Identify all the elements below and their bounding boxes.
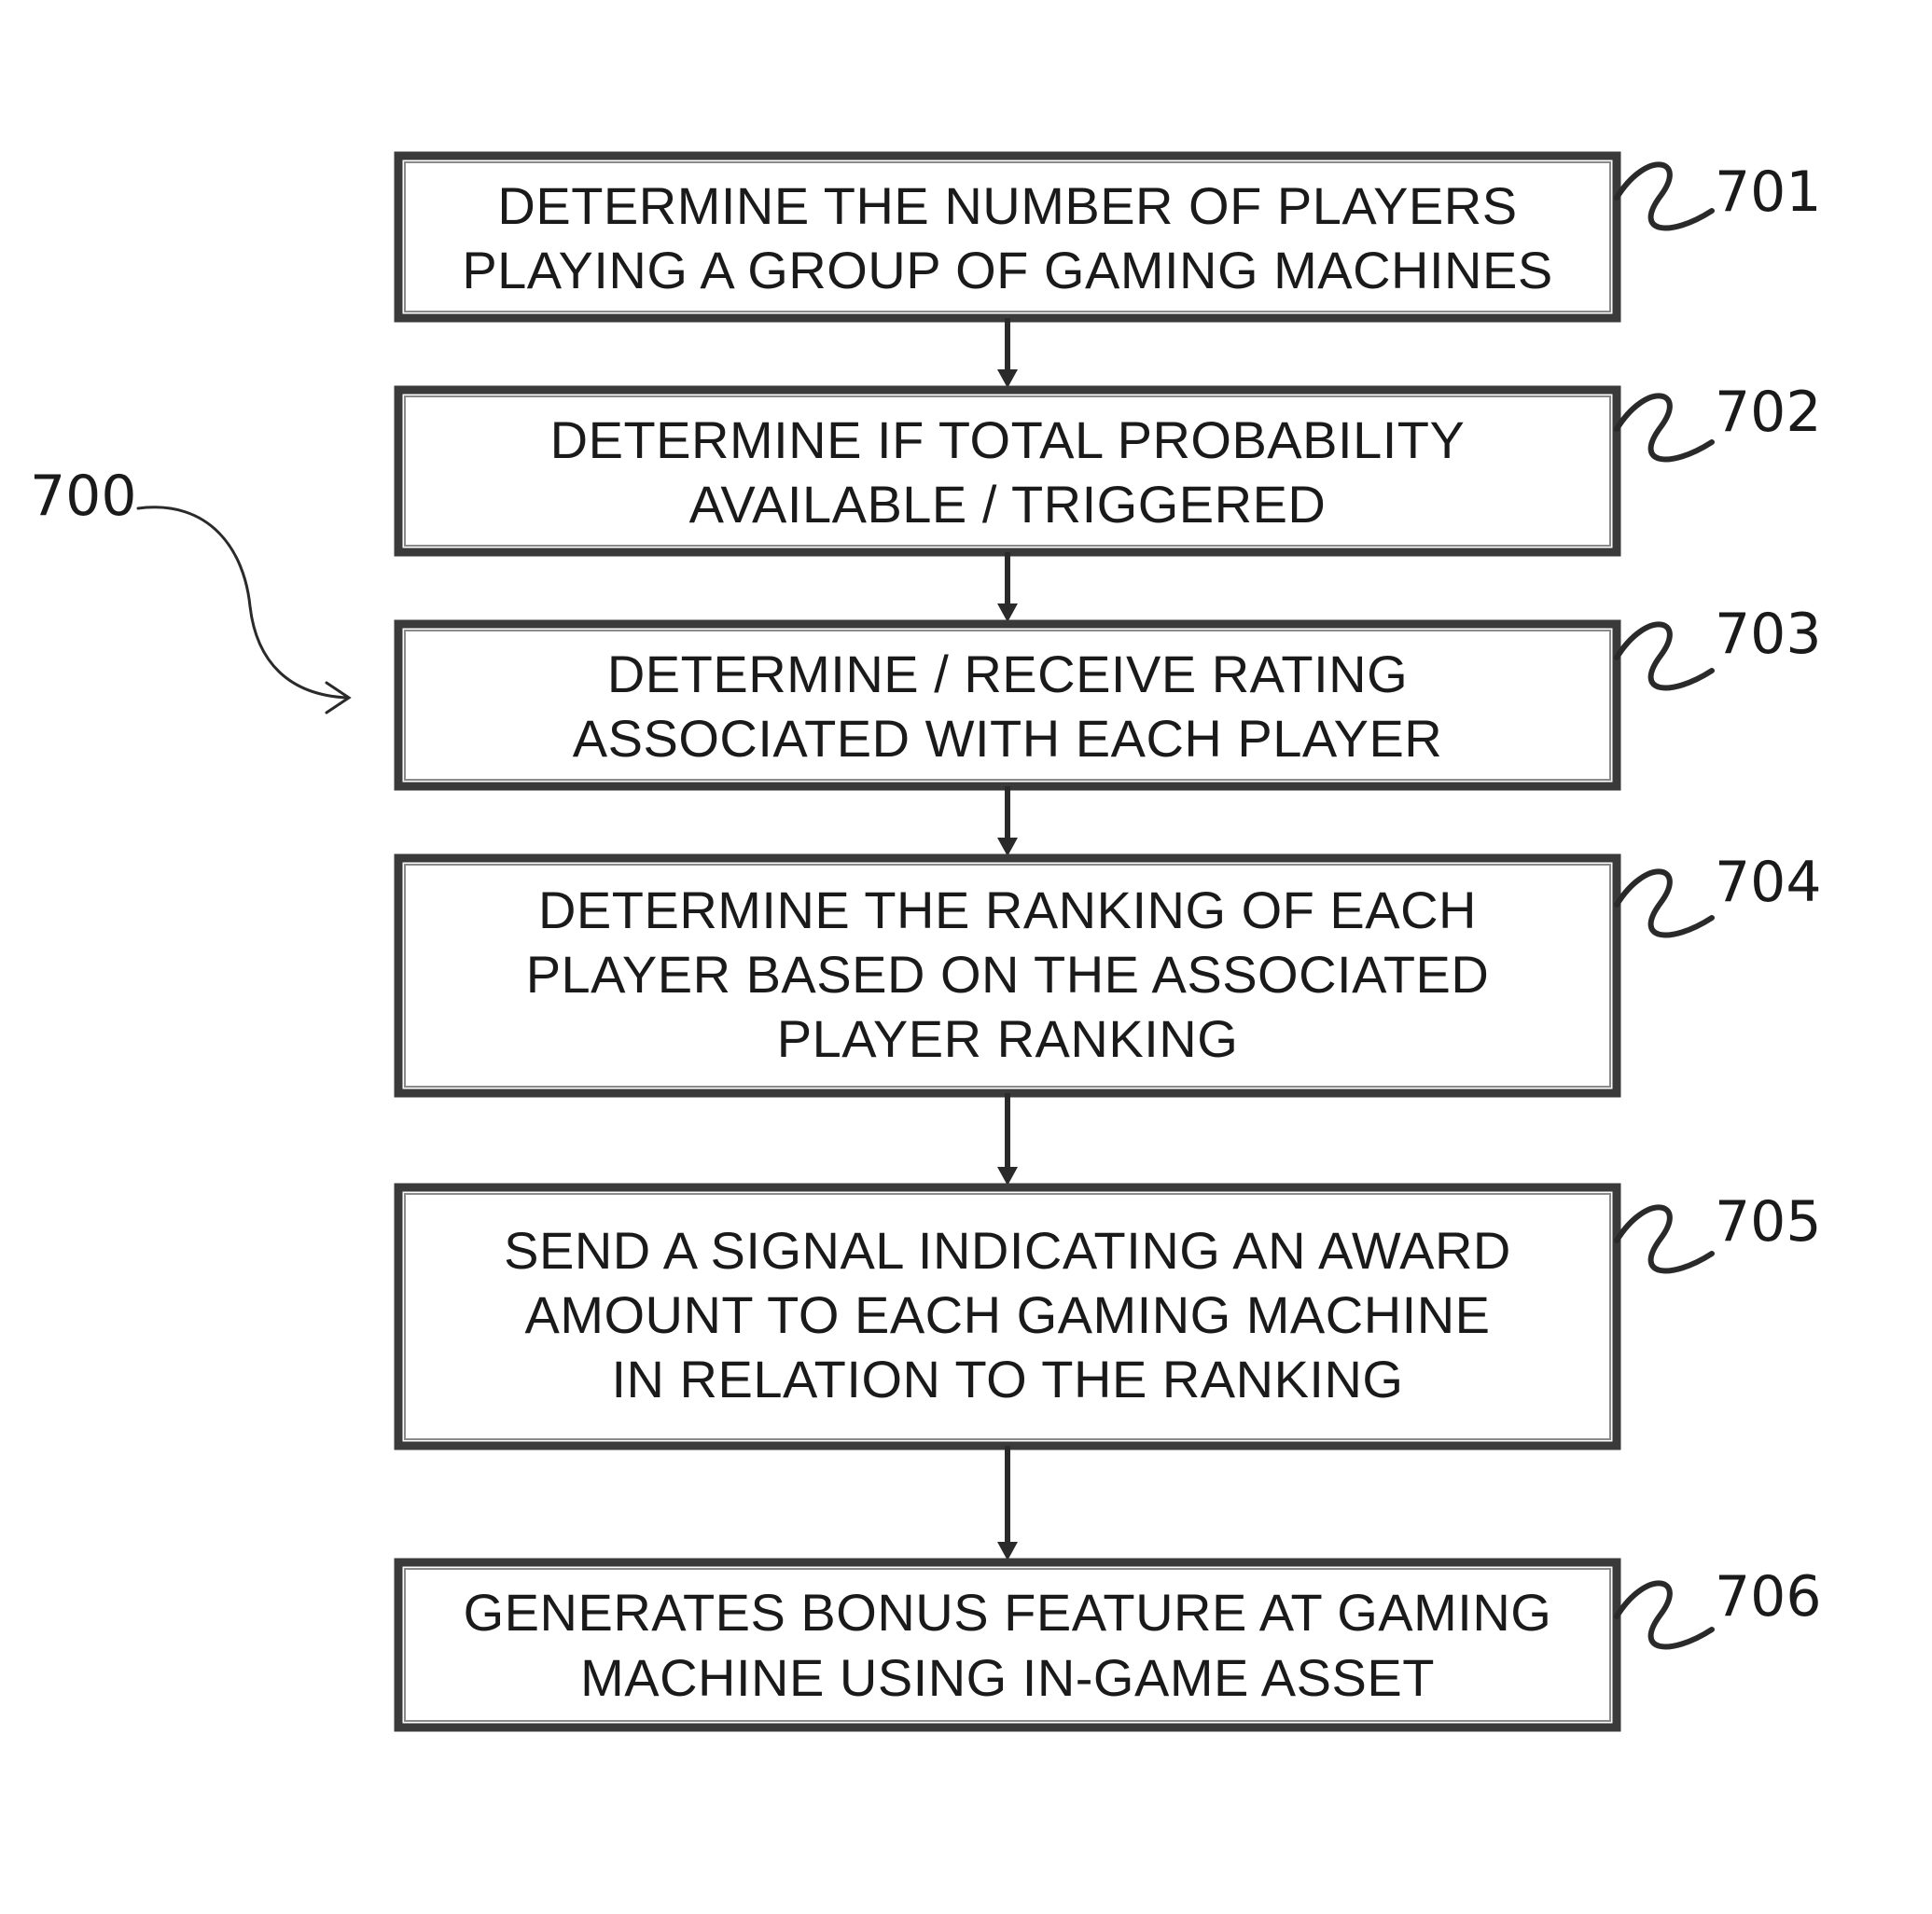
- ref-number-703: 703: [1715, 602, 1822, 667]
- flow-arrowhead: [997, 1542, 1018, 1560]
- figure-label: 700: [30, 464, 137, 529]
- step-text-line: DETERMINE IF TOTAL PROBABILITY: [550, 410, 1466, 469]
- step-705: SEND A SIGNAL INDICATING AN AWARD AMOUNT…: [398, 1187, 1617, 1446]
- step-text-line: SEND A SIGNAL INDICATING AN AWARD: [504, 1221, 1511, 1280]
- step-701: DETERMINE THE NUMBER OF PLAYERS PLAYING …: [398, 156, 1617, 318]
- flow-arrowhead: [997, 838, 1018, 856]
- ref-leader-704: [1617, 871, 1712, 935]
- step-text-line: DETERMINE / RECEIVE RATING: [607, 645, 1408, 703]
- step-702: DETERMINE IF TOTAL PROBABILITY AVAILABLE…: [398, 390, 1617, 552]
- step-text-line: PLAYER BASED ON THE ASSOCIATED: [526, 945, 1490, 1004]
- step-text-line: IN RELATION TO THE RANKING: [611, 1350, 1403, 1408]
- step-706: GENERATES BONUS FEATURE AT GAMING MACHIN…: [398, 1562, 1617, 1727]
- step-text-line: PLAYER RANKING: [777, 1009, 1239, 1068]
- step-text-line: MACHINE USING IN-GAME ASSET: [580, 1648, 1435, 1707]
- flow-arrowhead: [997, 369, 1018, 388]
- ref-leader-705: [1617, 1207, 1712, 1270]
- step-704: DETERMINE THE RANKING OF EACH PLAYER BAS…: [398, 858, 1617, 1093]
- step-text-line: ASSOCIATED WITH EACH PLAYER: [573, 709, 1442, 768]
- flow-arrowhead: [997, 1167, 1018, 1186]
- step-text-line: AMOUNT TO EACH GAMING MACHINE: [524, 1285, 1490, 1344]
- ref-leader-701: [1617, 164, 1712, 228]
- ref-number-701: 701: [1715, 160, 1822, 225]
- step-text-line: AVAILABLE / TRIGGERED: [689, 475, 1327, 534]
- ref-leader-702: [1617, 395, 1712, 459]
- step-703: DETERMINE / RECEIVE RATING ASSOCIATED WI…: [398, 624, 1617, 786]
- figure-pointer-arrow: [138, 507, 347, 698]
- ref-number-706: 706: [1715, 1564, 1822, 1630]
- step-text-line: PLAYING A GROUP OF GAMING MACHINES: [462, 241, 1552, 299]
- ref-number-705: 705: [1715, 1189, 1822, 1255]
- step-text-line: GENERATES BONUS FEATURE AT GAMING: [464, 1583, 1552, 1642]
- flow-arrowhead: [997, 603, 1018, 622]
- ref-number-702: 702: [1715, 380, 1822, 445]
- ref-number-704: 704: [1715, 850, 1822, 915]
- step-text-line: DETERMINE THE NUMBER OF PLAYERS: [497, 176, 1517, 235]
- ref-leader-703: [1617, 624, 1712, 687]
- step-text-line: DETERMINE THE RANKING OF EACH: [538, 881, 1477, 939]
- ref-leader-706: [1617, 1583, 1712, 1646]
